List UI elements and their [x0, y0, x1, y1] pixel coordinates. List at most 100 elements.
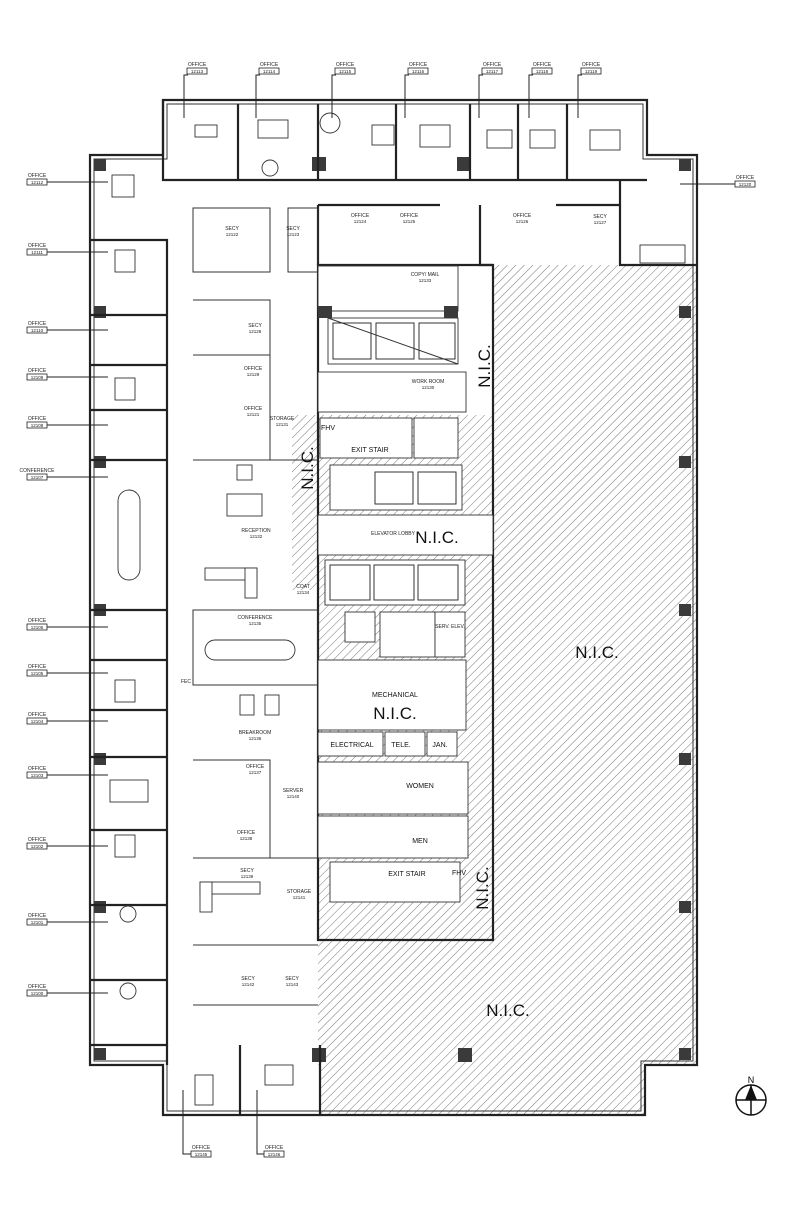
svg-text:OFFICE: OFFICE — [246, 764, 265, 770]
svg-text:BREAKROOM: BREAKROOM — [239, 730, 272, 736]
svg-text:MEN: MEN — [412, 838, 428, 845]
svg-text:12123: 12123 — [287, 232, 300, 237]
svg-text:TELE.: TELE. — [391, 742, 411, 749]
svg-text:12131: 12131 — [276, 422, 289, 427]
svg-text:12137: 12137 — [249, 770, 262, 775]
svg-text:12115: 12115 — [339, 69, 352, 74]
svg-text:12102: 12102 — [31, 844, 44, 849]
svg-text:12132: 12132 — [250, 534, 263, 539]
svg-text:OFFICE: OFFICE — [28, 368, 47, 374]
furniture — [109, 112, 686, 1106]
svg-text:COAT: COAT — [296, 584, 310, 590]
svg-text:CONFERENCE: CONFERENCE — [19, 468, 55, 474]
svg-text:12104: 12104 — [31, 719, 44, 724]
svg-text:OFFICE: OFFICE — [28, 766, 47, 772]
svg-text:SERV. ELEV.: SERV. ELEV. — [435, 624, 465, 630]
svg-text:SECY: SECY — [225, 226, 239, 232]
office-partitions — [90, 100, 697, 1115]
svg-text:N.I.C.: N.I.C. — [473, 866, 492, 909]
svg-text:SECY: SECY — [285, 976, 299, 982]
svg-text:12116: 12116 — [412, 69, 425, 74]
svg-text:12107: 12107 — [31, 475, 44, 480]
svg-text:WORK ROOM: WORK ROOM — [412, 379, 445, 385]
svg-text:SECY: SECY — [241, 976, 255, 982]
svg-text:OFFICE: OFFICE — [28, 618, 47, 624]
svg-text:12130: 12130 — [422, 385, 435, 390]
svg-text:12120: 12120 — [739, 182, 752, 187]
svg-text:OFFICE: OFFICE — [582, 62, 601, 68]
svg-text:OFFICE: OFFICE — [28, 243, 47, 249]
svg-text:12143: 12143 — [286, 982, 299, 987]
svg-text:WOMEN: WOMEN — [406, 783, 434, 790]
svg-text:12128: 12128 — [249, 329, 262, 334]
svg-text:N.I.C.: N.I.C. — [486, 1001, 529, 1020]
svg-text:SECY: SECY — [248, 323, 262, 329]
svg-text:12109: 12109 — [31, 375, 44, 380]
svg-text:N.I.C.: N.I.C. — [475, 344, 494, 387]
svg-text:12139: 12139 — [241, 874, 254, 879]
svg-text:12118: 12118 — [536, 69, 549, 74]
svg-text:N.I.C.: N.I.C. — [373, 704, 416, 723]
svg-text:JAN.: JAN. — [432, 742, 447, 749]
north-arrow: N — [735, 1075, 767, 1116]
core-labels: N.I.C. N.I.C. N.I.C. N.I.C. N.I.C. N.I.C… — [181, 344, 619, 1020]
svg-text:OFFICE: OFFICE — [336, 62, 355, 68]
svg-text:N.I.C.: N.I.C. — [298, 446, 317, 489]
svg-text:OFFICE: OFFICE — [409, 62, 428, 68]
svg-text:OFFICE: OFFICE — [513, 213, 532, 219]
svg-text:12111: 12111 — [31, 250, 43, 255]
svg-text:ELECTRICAL: ELECTRICAL — [330, 742, 373, 749]
svg-text:12141: 12141 — [293, 895, 306, 900]
core-walls — [316, 263, 495, 942]
svg-text:ELEVATOR LOBBY: ELEVATOR LOBBY — [371, 531, 416, 537]
svg-text:12119: 12119 — [585, 69, 598, 74]
svg-text:OFFICE: OFFICE — [28, 712, 47, 718]
svg-text:OFFICE: OFFICE — [244, 366, 263, 372]
svg-text:OFFICE: OFFICE — [260, 62, 279, 68]
svg-text:12125: 12125 — [403, 219, 416, 224]
svg-text:OFFICE: OFFICE — [533, 62, 552, 68]
svg-text:CONFERENCE: CONFERENCE — [237, 615, 273, 621]
svg-text:12145: 12145 — [195, 1152, 208, 1157]
svg-text:STORAGE: STORAGE — [270, 416, 295, 422]
svg-text:12110: 12110 — [31, 328, 44, 333]
svg-text:12136: 12136 — [249, 736, 262, 741]
svg-text:OFFICE: OFFICE — [28, 913, 47, 919]
svg-text:12105: 12105 — [31, 671, 44, 676]
svg-text:N.I.C.: N.I.C. — [415, 528, 458, 547]
svg-text:OFFICE: OFFICE — [28, 416, 47, 422]
svg-text:OFFICE: OFFICE — [28, 664, 47, 670]
svg-text:12113: 12113 — [191, 69, 204, 74]
svg-text:SECY: SECY — [286, 226, 300, 232]
svg-text:OFFICE: OFFICE — [736, 175, 755, 181]
svg-text:OFFICE: OFFICE — [265, 1145, 284, 1151]
